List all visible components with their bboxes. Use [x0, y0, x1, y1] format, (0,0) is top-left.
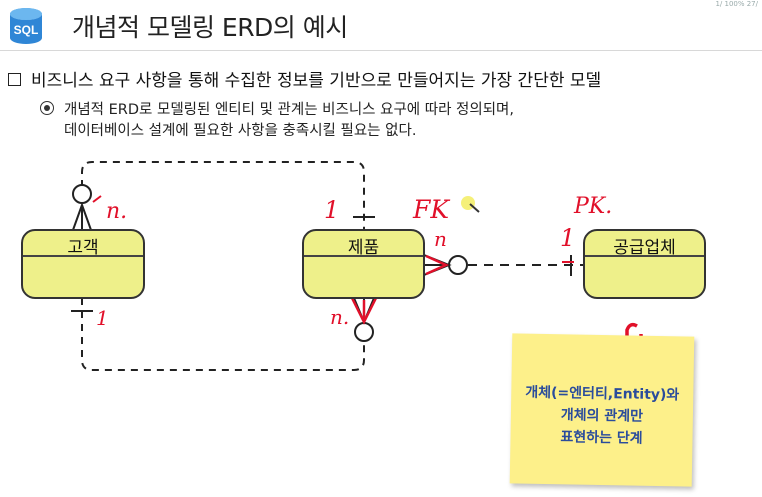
main-bullet: 비즈니스 요구 사항을 통해 수집한 정보를 기반으로 만들어지는 가장 간단한…: [8, 66, 601, 91]
sql-database-icon: SQL: [10, 8, 42, 44]
logo-text: SQL: [14, 23, 39, 37]
sticky-note: 개체(=엔터티,Entity)와 개체의 관계만 표현하는 단계: [509, 333, 695, 487]
sub-bullet-line2: 데이터베이스 설계에 필요한 사항을 충족시킬 필요는 없다.: [64, 123, 417, 139]
entity-product: 제품: [302, 229, 425, 299]
sub-bullet: 개념적 ERD로 모델링된 엔티티 및 관계는 비즈니스 요구에 따라 정의되며…: [40, 100, 514, 142]
entity-product-name: 제품: [347, 238, 380, 258]
annotation-customer-n: n.: [106, 199, 127, 224]
sticky-note-line3: 표현하는 단계: [560, 429, 643, 447]
entity-customer: 고객: [21, 229, 145, 299]
crowfoot-customer-top: [72, 202, 92, 231]
annotation-product-bottom-n: n.: [330, 305, 349, 329]
optional-circle-customer-top: [72, 184, 92, 204]
zoom-indicator: 1/ 100% 27/: [715, 0, 758, 8]
relationship-line-bottom: [81, 298, 365, 371]
sticky-note-line2: 개체의 관계만: [560, 407, 644, 425]
entity-supplier-name: 공급업체: [613, 238, 676, 258]
entity-product-divider: [304, 255, 423, 257]
sticky-note-text: 개체(=엔터티,Entity)와 개체의 관계만 표현하는 단계: [510, 381, 693, 450]
entity-supplier: 공급업체: [583, 229, 706, 299]
circle-bullet-icon: [40, 101, 54, 115]
entity-supplier-divider: [585, 255, 704, 257]
red-highlight-bottom: [350, 297, 378, 325]
pen-cursor-icon: [469, 203, 480, 213]
annotation-customer-1: 1: [96, 306, 109, 330]
entity-customer-name: 고객: [67, 238, 99, 258]
page-title: 개념적 모델링 ERD의 예시: [72, 13, 348, 42]
sub-bullet-line1: 개념적 ERD로 모델링된 엔티티 및 관계는 비즈니스 요구에 따라 정의되며…: [64, 102, 515, 118]
relationship-line-top: [81, 161, 365, 230]
annotation-supplier-1: 1: [560, 224, 575, 252]
optional-circle-product-right: [448, 255, 468, 275]
square-bullet-icon: [8, 72, 21, 86]
annotation-fk: FK: [412, 195, 450, 224]
title-bar: SQL 개념적 모델링 ERD의 예시 1/ 100% 27/: [0, 0, 762, 51]
red-highlight-right: [425, 254, 450, 276]
optional-circle-product-bottom: [354, 322, 374, 342]
sticky-note-line1: 개체(=엔터티,Entity)와: [525, 384, 680, 404]
entity-customer-divider: [23, 255, 143, 257]
annotation-product-n: n: [434, 227, 447, 251]
red-dash-customer: [92, 195, 102, 203]
main-bullet-text: 비즈니스 요구 사항을 통해 수집한 정보를 기반으로 만들어지는 가장 간단한…: [31, 71, 602, 91]
annotation-product-1: 1: [324, 196, 339, 224]
annotation-pk: PK.: [573, 194, 612, 219]
